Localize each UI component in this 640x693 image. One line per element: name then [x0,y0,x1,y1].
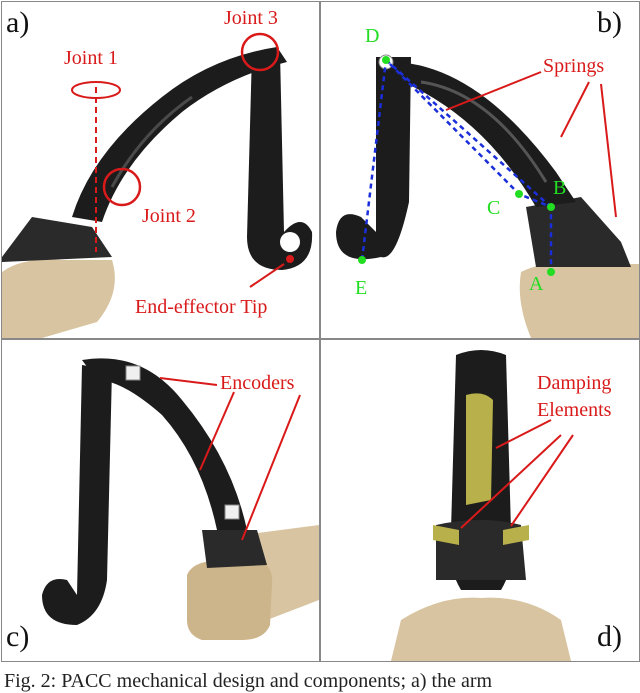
point-d-label: D [365,25,380,47]
arm-illustration-c [42,358,319,640]
point-e-label: E [355,277,368,299]
damping-label-line2: Elements [537,399,612,421]
panel-a: a) Joint 1 Joint 2 Joint 3 End-effector … [1,1,320,339]
arm-illustration-a [2,32,313,338]
encoders-label: Encoders [220,372,295,394]
arm-illustration-d [391,350,574,661]
panel-b: b) Springs A B C D E [320,1,640,339]
panel-d: d) Damping Elements [320,339,640,662]
arm-illustration-b [336,54,639,338]
panel-label-a: a) [6,6,30,39]
point-c-label: C [487,197,501,219]
panel-label-c: c) [6,620,30,653]
point-a-label: A [529,273,544,295]
point-b-label: B [553,177,567,199]
panel-label-b: b) [597,6,622,39]
springs-label: Springs [543,55,605,77]
joint2-label: Joint 2 [142,205,196,227]
joint3-label: Joint 3 [224,7,278,29]
panel-c: c) Encoders [1,339,320,662]
joint1-label: Joint 1 [64,47,118,69]
damping-label-line1: Damping [537,372,612,394]
figure-caption: Fig. 2: PACC mechanical design and compo… [4,670,493,692]
end-effector-tip-label: End-effector Tip [135,296,268,318]
panel-label-d: d) [597,620,622,653]
